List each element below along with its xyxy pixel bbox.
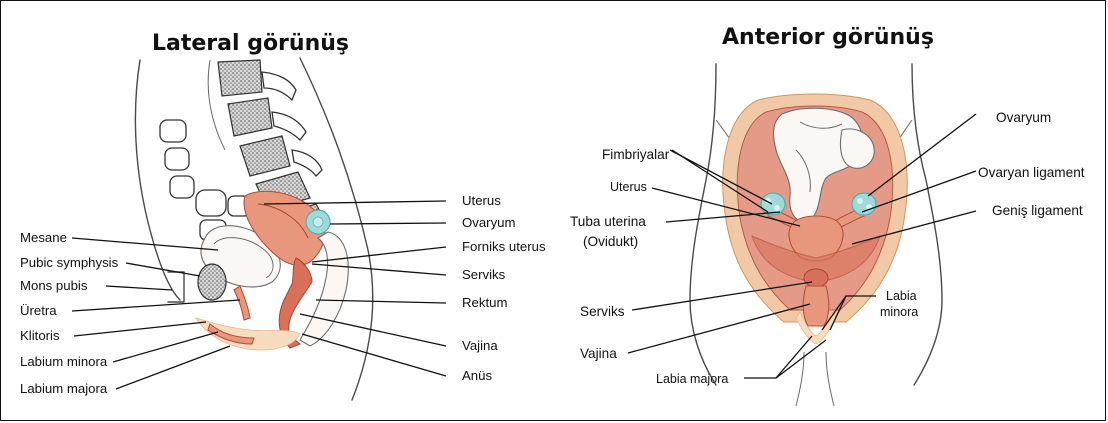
urethra — [234, 286, 250, 320]
label-rektum: Rektum — [462, 295, 507, 310]
lateral-view: Lateral görünüş — [20, 31, 546, 400]
label-tuba-uterina: Tuba uterina — [570, 214, 646, 229]
label-serviks-anterior: Serviks — [580, 304, 625, 319]
label-labium-minora: Labium minora — [20, 354, 108, 369]
anterior-view: Anterior görünüş — [570, 25, 1085, 406]
label-ovidukt: (Ovidukt) — [583, 234, 638, 249]
vagina-anterior — [803, 286, 829, 326]
label-uterus-lateral: Uterus — [462, 193, 501, 208]
pubic-symphysis-bone — [198, 264, 226, 300]
intestines-left — [160, 120, 250, 240]
label-labia-minora-line2: minora — [880, 305, 918, 319]
label-mons-pubis: Mons pubis — [20, 278, 88, 293]
label-pubic-symphysis: Pubic symphysis — [20, 255, 119, 270]
label-ovaryum-lateral: Ovaryum — [462, 215, 516, 230]
label-vajina-anterior: Vajina — [580, 346, 617, 361]
cervix-anterior — [804, 269, 828, 287]
label-uterus-anterior: Uterus — [610, 180, 647, 194]
lateral-view-title: Lateral görünüş — [152, 31, 349, 56]
label-genis-ligament: Geniş ligament — [992, 203, 1083, 218]
label-klitoris: Klitoris — [20, 328, 60, 343]
anterior-view-title: Anterior görünüş — [722, 25, 934, 50]
label-labia-minora-line1: Labia — [886, 289, 917, 303]
label-vajina-lateral: Vajina — [462, 338, 498, 353]
label-uretra: Üretra — [20, 303, 57, 318]
label-forniks-uterus: Forniks uterus — [462, 239, 546, 254]
label-ovaryum-anterior: Ovaryum — [996, 110, 1051, 125]
label-fimbriyalar: Fimbriyalar — [602, 147, 670, 162]
label-labium-majora: Labium majora — [20, 381, 108, 396]
label-serviks-lateral: Serviks — [462, 267, 506, 282]
label-ovaryan-ligament: Ovaryan ligament — [978, 165, 1085, 180]
label-labia-majora: Labia majora — [656, 372, 728, 386]
label-anus: Anüs — [462, 368, 492, 383]
torso-left-outline — [690, 64, 716, 385]
label-mesane: Mesane — [20, 230, 67, 245]
